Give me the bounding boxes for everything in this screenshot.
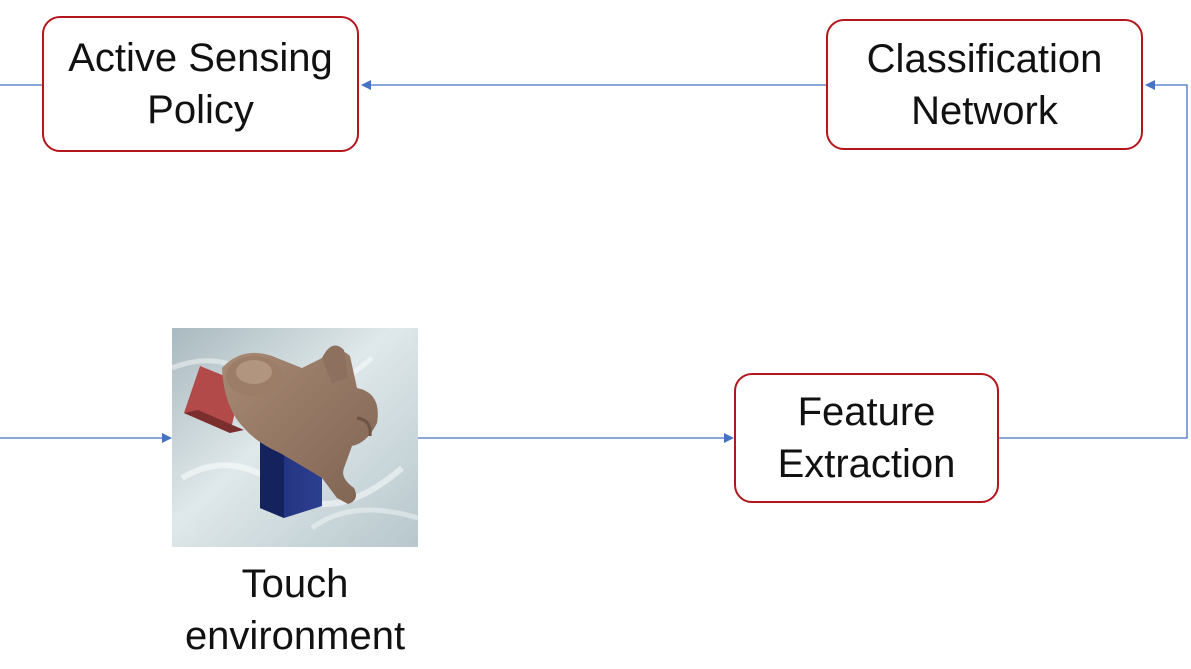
classification-network-label-line-2: Network [911, 88, 1058, 133]
active-sensing-policy-label-line-2: Policy [147, 88, 254, 132]
active-sensing-policy-label-line-1: Active Sensing [68, 36, 333, 80]
touch-environment-caption-line-1: Touch [241, 562, 349, 606]
classification-network-box: Classification Network [826, 19, 1143, 150]
touch-environment-caption: Touch environment [150, 558, 440, 662]
feature-extraction-label-line-2: Extraction [777, 442, 956, 486]
touch-environment-image [172, 328, 418, 547]
active-sensing-policy-box: Active Sensing Policy [42, 16, 359, 152]
feature-extraction-label-line-1: Feature [797, 390, 936, 434]
feature-extraction-box: Feature Extraction [734, 373, 999, 503]
touch-environment-caption-line-2: environment [184, 614, 406, 658]
arrow-feature-to-classification [999, 80, 1188, 439]
classification-network-label-line-1: Classification [866, 36, 1103, 81]
